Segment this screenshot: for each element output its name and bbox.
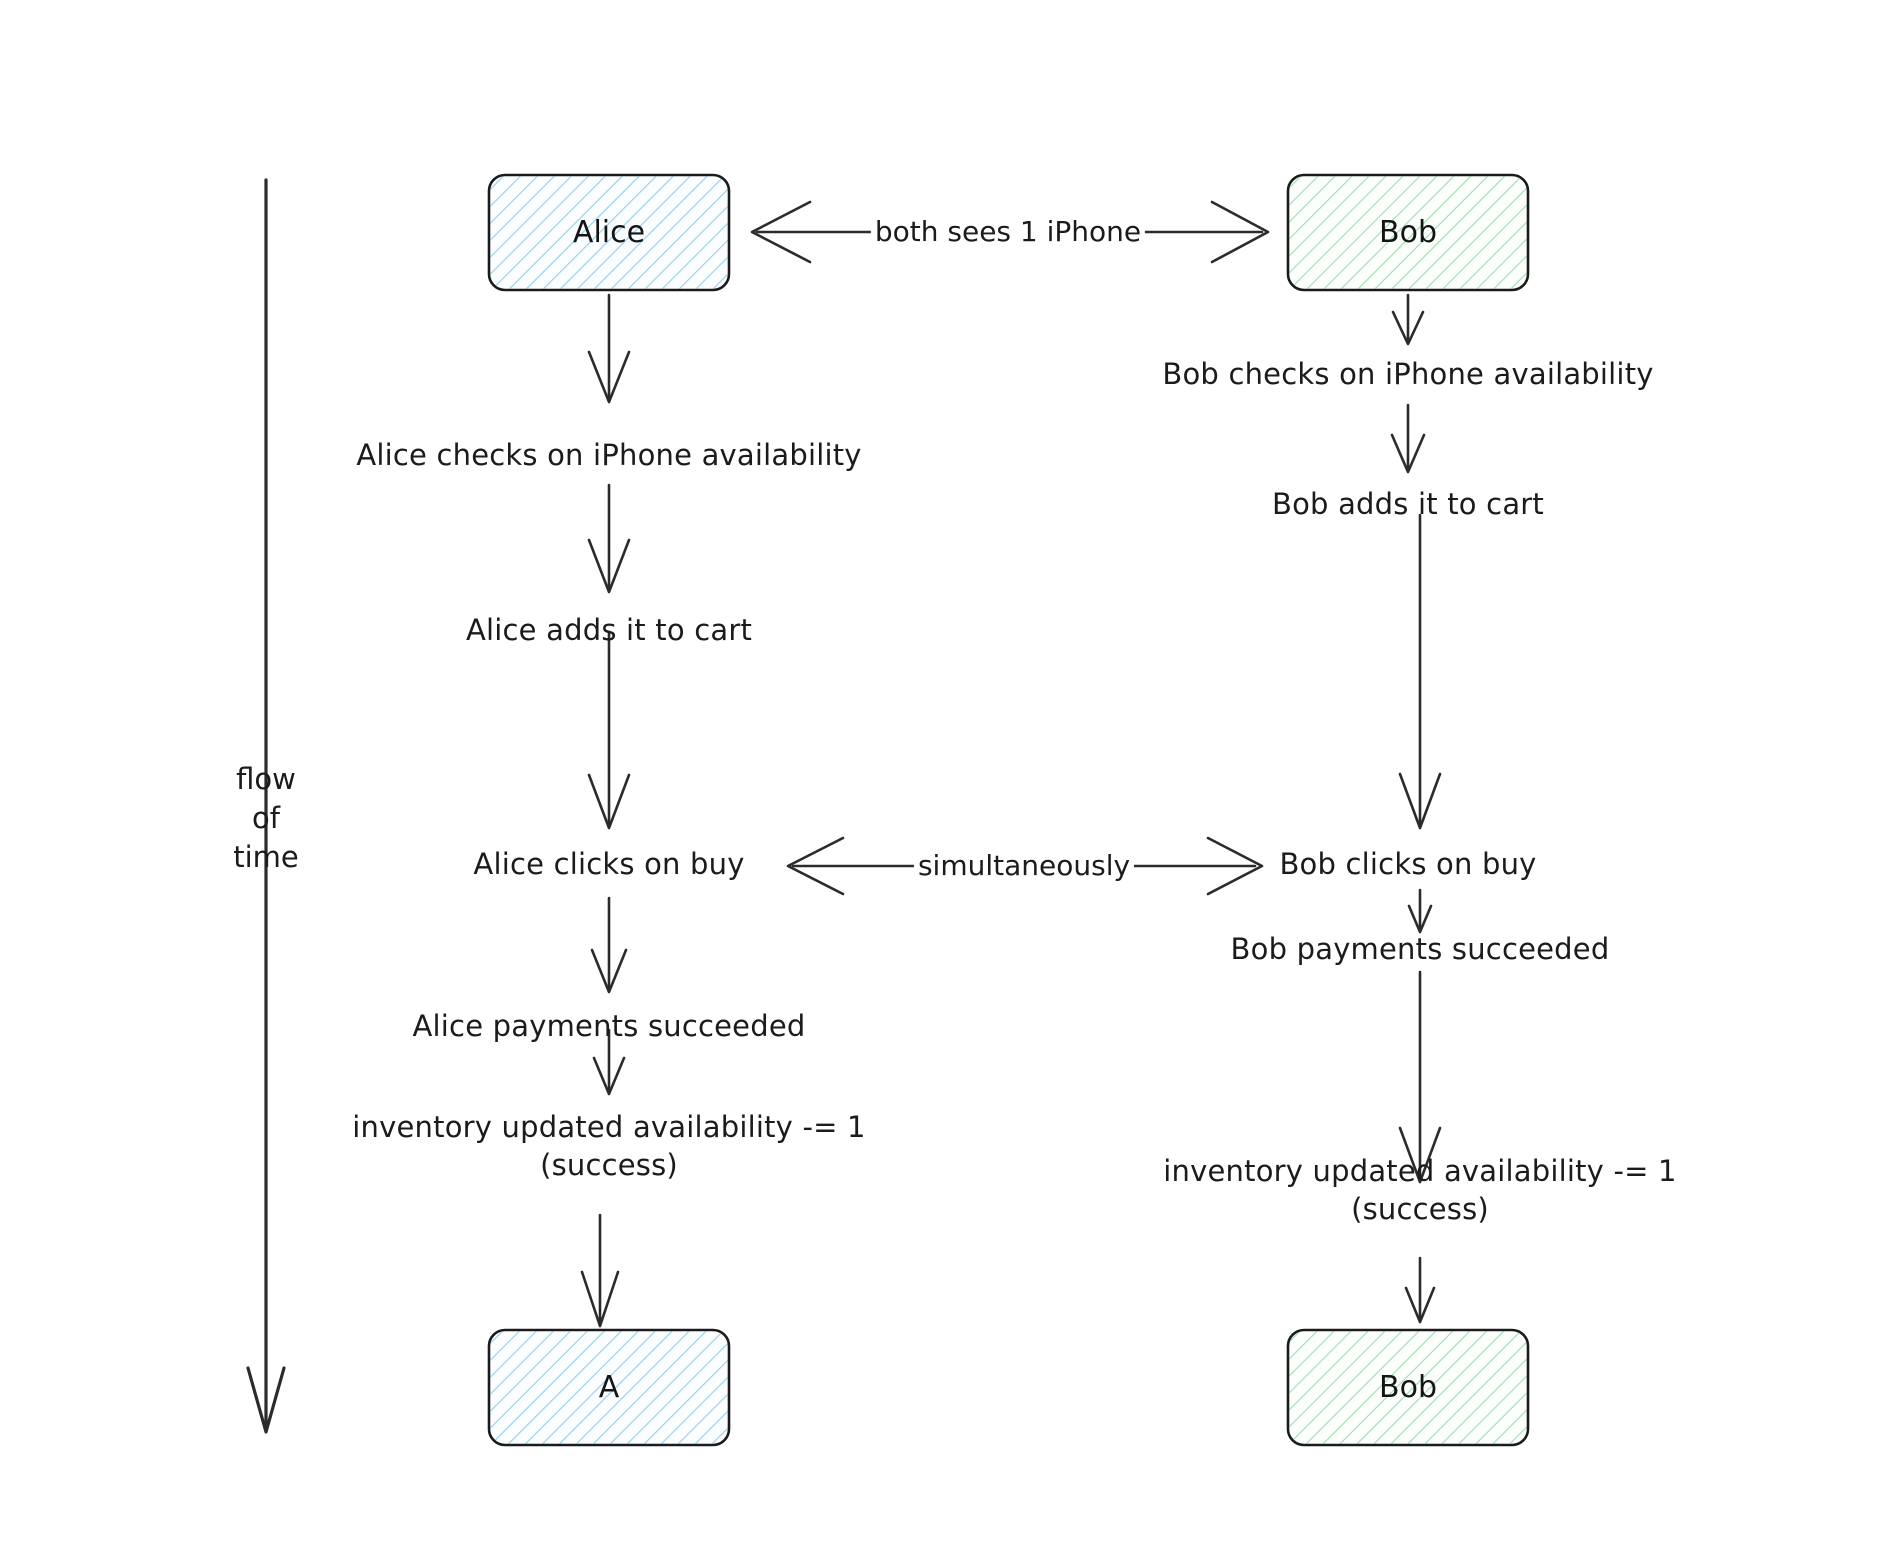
edge-bob-payments-to-inventory — [1398, 970, 1442, 1184]
step-alice-clicks-buy: Alice clicks on buy — [473, 847, 745, 881]
node-alice-bottom[interactable] — [487, 1328, 731, 1447]
step-bob-checks-availability: Bob checks on iPhone availability — [1162, 357, 1654, 391]
edge-alice-cart-to-buy — [587, 630, 631, 830]
step-alice-inventory-updated: inventory updated availability -= 1 (suc… — [352, 1110, 866, 1182]
flow-of-time-axis — [246, 178, 286, 1434]
edge-bob-buy-to-payments — [1407, 888, 1433, 934]
step-bob-clicks-buy: Bob clicks on buy — [1279, 847, 1537, 881]
edge-alice-inventory-to-bottom — [580, 1213, 620, 1328]
step-bob-adds-to-cart: Bob adds it to cart — [1272, 487, 1544, 521]
node-alice-top[interactable] — [487, 173, 731, 292]
step-alice-checks-availability: Alice checks on iPhone availability — [356, 438, 862, 472]
step-alice-adds-to-cart: Alice adds it to cart — [465, 613, 753, 647]
edge-label-simultaneously: simultaneously — [913, 849, 1135, 883]
edge-label-both-sees-1-iphone: both sees 1 iPhone — [870, 215, 1146, 249]
step-bob-payments-succeeded: Bob payments succeeded — [1230, 932, 1610, 966]
step-alice-payments-succeeded: Alice payments succeeded — [412, 1009, 806, 1043]
edge-bob-top-to-checks — [1391, 293, 1425, 346]
edge-bob-cart-to-buy — [1398, 513, 1442, 830]
edge-alice-top-to-checks — [587, 293, 631, 404]
node-label-alice-bottom: A — [598, 1370, 620, 1405]
node-bob-bottom[interactable] — [1286, 1328, 1530, 1447]
node-label-alice-top: Alice — [572, 215, 646, 250]
edge-alice-payments-to-inventory — [592, 1028, 626, 1096]
edge-alice-buy-to-payments — [590, 896, 628, 994]
edge-bob-inventory-to-bottom — [1404, 1256, 1436, 1324]
step-bob-inventory-updated: inventory updated availability -= 1 (suc… — [1163, 1154, 1677, 1226]
node-label-bob-bottom: Bob — [1379, 1370, 1437, 1405]
node-label-bob-top: Bob — [1379, 215, 1437, 250]
edge-bob-checks-to-cart — [1390, 403, 1426, 474]
node-bob-top[interactable] — [1286, 173, 1530, 292]
flow-of-time-label: flow of time — [233, 762, 299, 874]
edge-alice-checks-to-cart — [587, 483, 631, 594]
